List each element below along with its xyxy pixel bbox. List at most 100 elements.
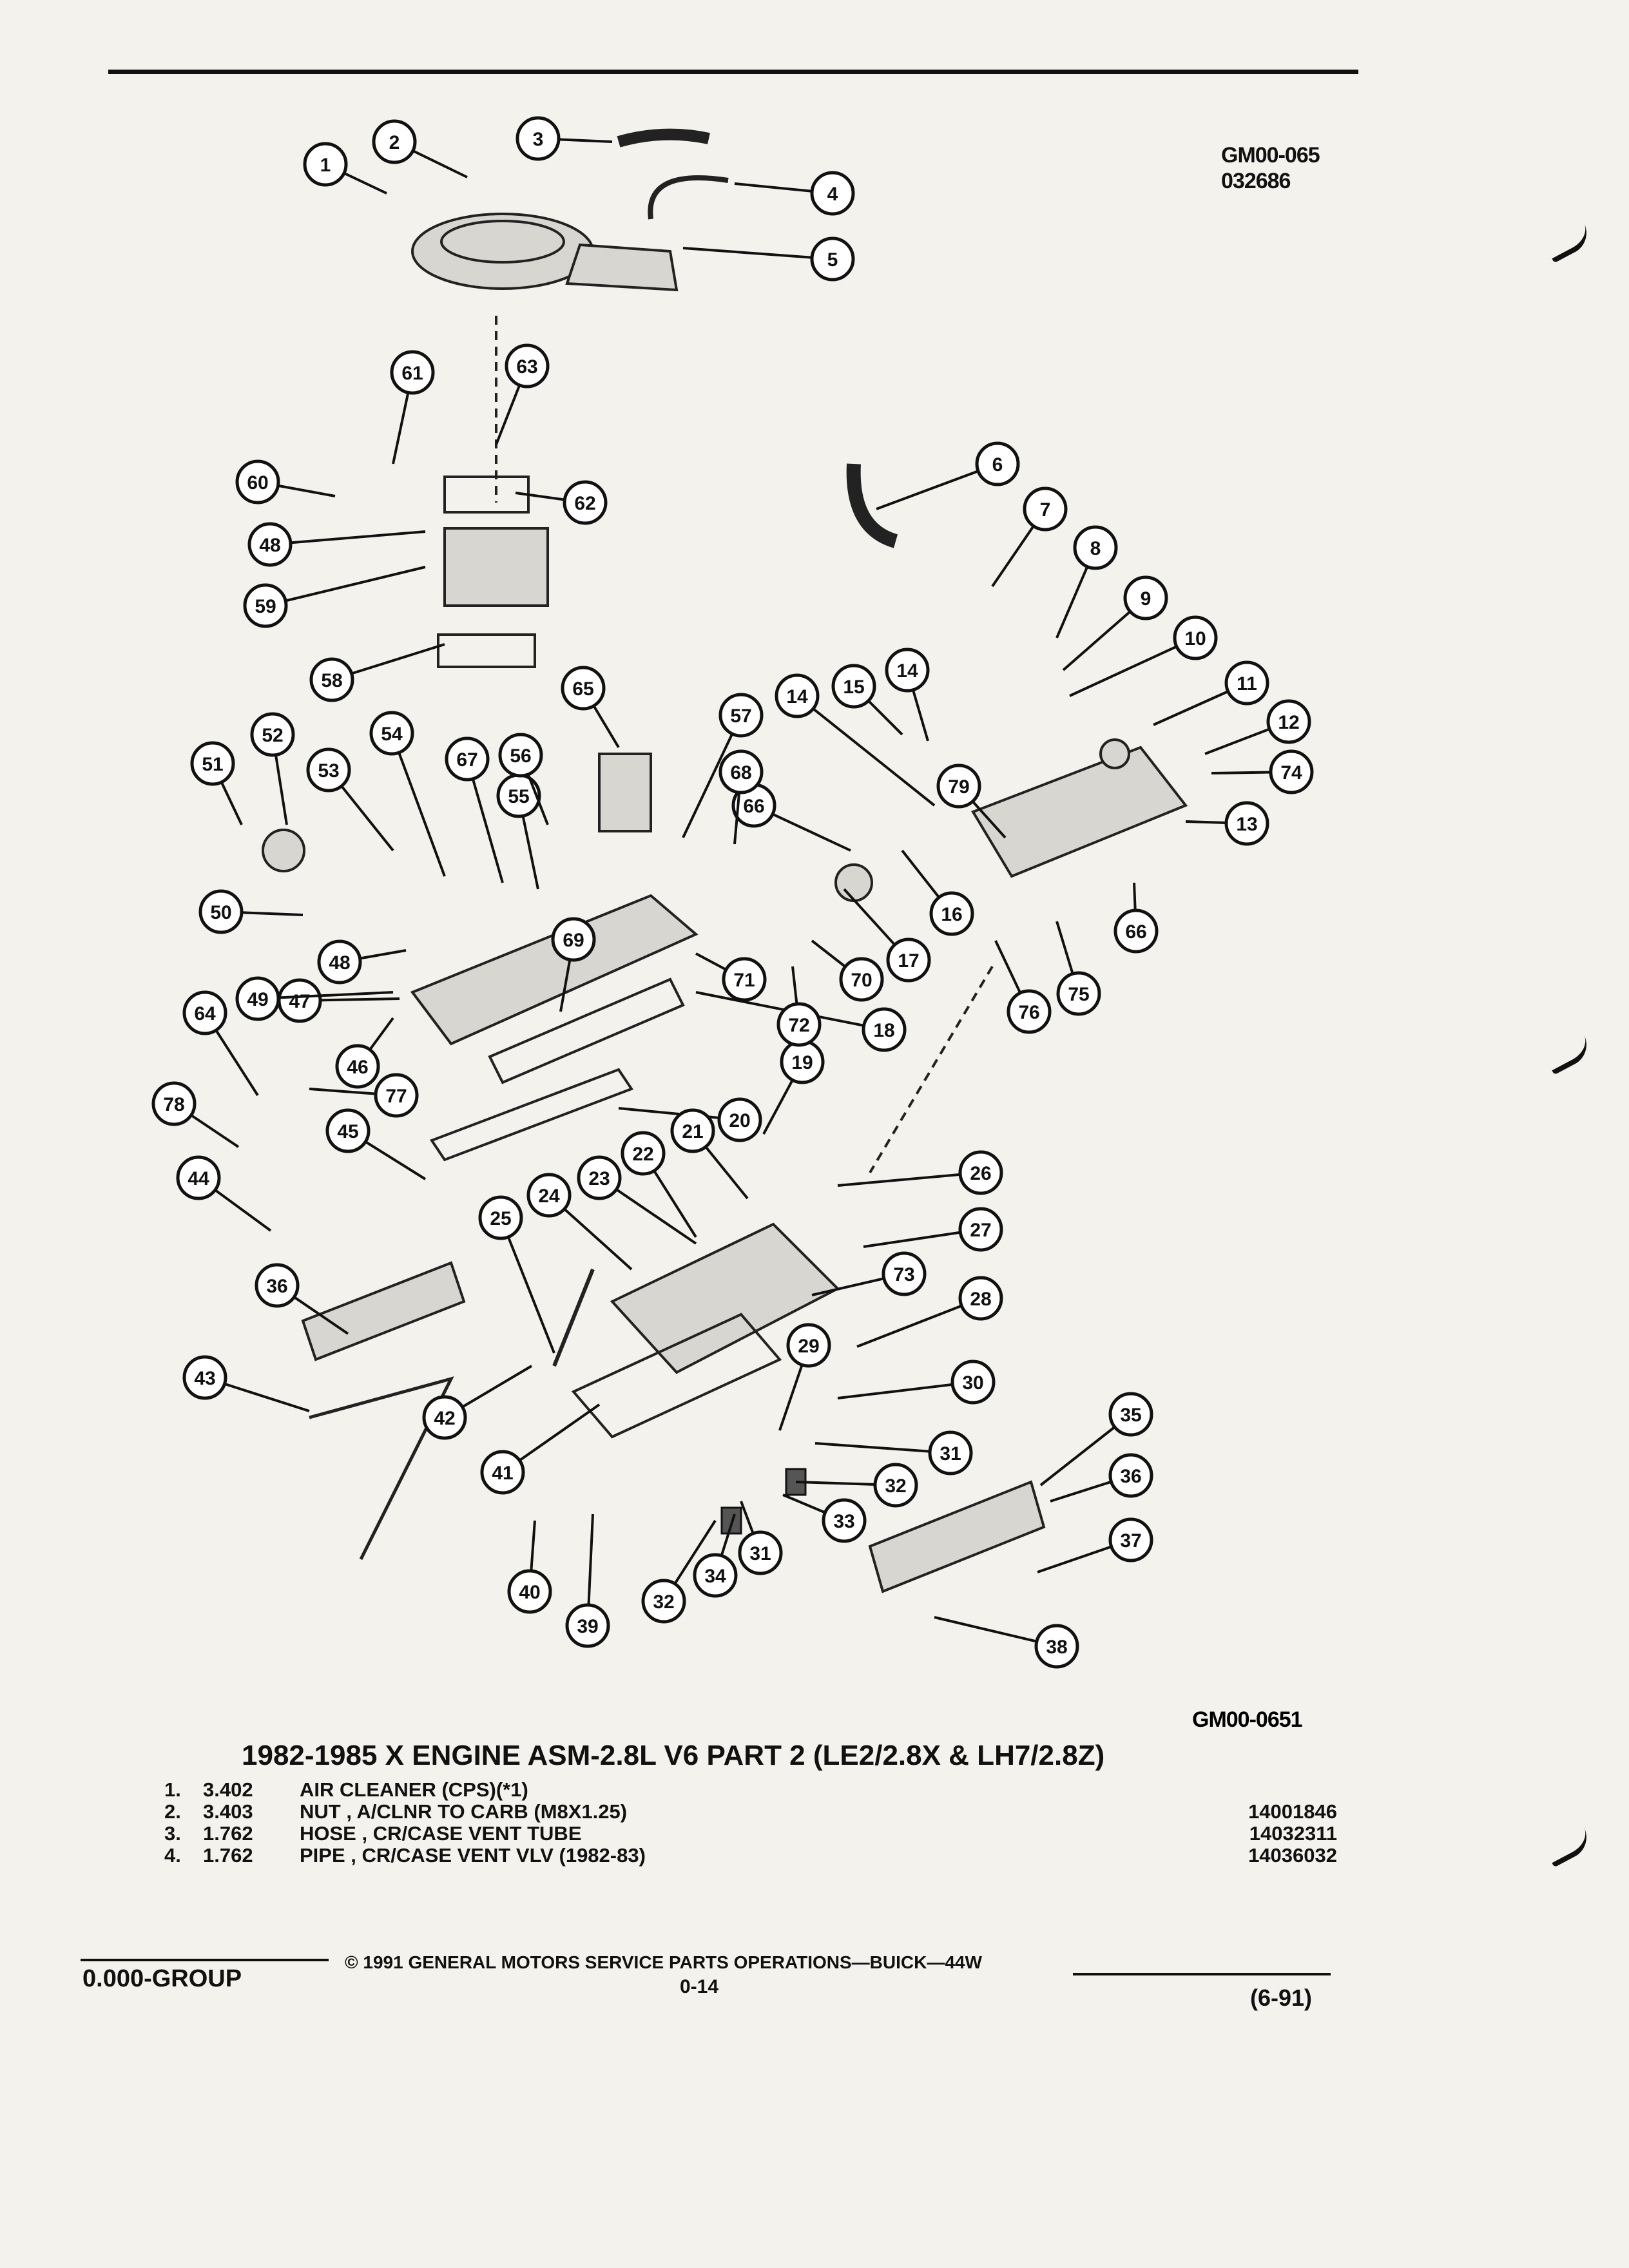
callout-1: 1 xyxy=(303,142,387,195)
callout-34: 34 xyxy=(693,1514,738,1598)
callout-20: 20 xyxy=(618,1097,762,1142)
callout-circle xyxy=(247,522,293,567)
callout-number: 63 xyxy=(516,356,537,378)
callout-circle xyxy=(235,459,280,505)
callout-circle xyxy=(478,1195,523,1240)
callout-number: 72 xyxy=(788,1015,809,1036)
callout-circle xyxy=(786,1323,831,1368)
diagram-title: 1982-1985 X ENGINE ASM-2.8L V6 PART 2 (L… xyxy=(242,1740,1105,1771)
callout-number: 3 xyxy=(533,129,544,150)
callout-circle xyxy=(335,1044,380,1089)
footer-rule-right xyxy=(1073,1973,1331,1975)
leader-line xyxy=(1069,637,1196,697)
callout-circle xyxy=(255,1263,300,1308)
callout-circle xyxy=(810,236,855,282)
callout-circle xyxy=(317,939,362,985)
callout-circle xyxy=(235,976,280,1021)
callout-number: 22 xyxy=(632,1144,653,1165)
callout-36: 36 xyxy=(255,1263,349,1335)
callout-73: 73 xyxy=(811,1251,927,1296)
callout-circle xyxy=(936,764,981,809)
callout-circle xyxy=(693,1553,738,1598)
callout-circle xyxy=(885,648,930,693)
callout-number: 54 xyxy=(381,724,403,745)
callout-number: 17 xyxy=(898,950,919,972)
callout-59: 59 xyxy=(243,566,426,628)
callout-circle xyxy=(480,1450,525,1495)
callout-circle xyxy=(958,1276,1003,1321)
callout-7: 7 xyxy=(991,486,1068,588)
callout-75: 75 xyxy=(1055,921,1101,1016)
callout-48: 48 xyxy=(247,522,426,567)
item-description: HOSE , CR/CASE VENT TUBE xyxy=(300,1822,582,1845)
callout-number: 16 xyxy=(941,904,962,925)
callout-circle xyxy=(641,1579,686,1624)
callout-circle xyxy=(422,1395,467,1440)
parts-list: 1. 3.402 AIR CLEANER (CPS)(*1) 2. 3.403 … xyxy=(164,1778,1337,1867)
callout-number: 36 xyxy=(1120,1466,1141,1487)
callout-10: 10 xyxy=(1069,615,1218,697)
leader-line xyxy=(837,1381,974,1399)
callout-44: 44 xyxy=(176,1155,272,1232)
callout-47: 47 xyxy=(277,978,400,1023)
callout-30: 30 xyxy=(837,1360,996,1405)
callout-circle xyxy=(250,712,295,757)
callout-22: 22 xyxy=(621,1131,697,1238)
callout-number: 67 xyxy=(456,749,477,771)
callout-circle xyxy=(775,673,820,718)
item-description: NUT , A/CLNR TO CARB (M8X1.25) xyxy=(300,1800,628,1823)
callout-circle xyxy=(198,889,244,934)
callout-number: 2 xyxy=(389,132,400,153)
callout-circle xyxy=(1108,1453,1153,1498)
callout-48: 48 xyxy=(317,939,407,985)
callout-circle xyxy=(886,937,931,983)
callout-67: 67 xyxy=(445,736,504,883)
callout-number: 11 xyxy=(1237,673,1257,695)
callout-number: 10 xyxy=(1184,628,1206,649)
callout-37: 37 xyxy=(1037,1517,1153,1573)
callout-circle xyxy=(1023,486,1068,532)
callout-60: 60 xyxy=(235,459,336,505)
callout-circle xyxy=(1113,908,1159,954)
callout-number: 61 xyxy=(401,363,423,384)
callout-circle xyxy=(372,119,417,164)
callout-number: 38 xyxy=(1046,1637,1067,1658)
callout-46: 46 xyxy=(335,1017,394,1089)
callout-circle xyxy=(1108,1517,1153,1562)
callout-circle xyxy=(374,1073,419,1118)
callout-number: 53 xyxy=(318,760,339,782)
callout-circle xyxy=(776,1002,822,1047)
callout-4: 4 xyxy=(734,171,855,216)
callout-number: 59 xyxy=(255,596,276,617)
pushrod-shape xyxy=(552,1268,595,1367)
callout-number: 26 xyxy=(970,1163,991,1184)
callout-circle xyxy=(1007,989,1052,1034)
callout-25: 25 xyxy=(478,1195,555,1354)
top-rule xyxy=(108,70,1358,74)
callout-56: 56 xyxy=(498,733,549,825)
callout-number: 64 xyxy=(194,1003,216,1024)
leader-line xyxy=(390,733,446,877)
callout-14: 14 xyxy=(885,648,930,742)
callout-76: 76 xyxy=(994,940,1052,1034)
callout-number: 40 xyxy=(519,1582,540,1603)
callout-number: 14 xyxy=(896,660,918,682)
leader-line xyxy=(815,1442,951,1454)
callout-53: 53 xyxy=(306,747,394,852)
callout-61: 61 xyxy=(390,350,435,465)
leader-line xyxy=(682,247,833,260)
leader-line xyxy=(265,566,426,607)
callout-circle xyxy=(929,891,974,936)
callout-number: 57 xyxy=(730,706,751,727)
callout-number: 13 xyxy=(1236,814,1257,835)
callout-number: 56 xyxy=(510,745,531,767)
head-gasket-shape xyxy=(571,1312,782,1439)
callout-16: 16 xyxy=(901,849,974,936)
callout-number: 23 xyxy=(588,1168,610,1189)
callout-number: 9 xyxy=(1141,588,1152,610)
callout-64: 64 xyxy=(182,990,259,1097)
callout-39: 39 xyxy=(565,1514,610,1648)
callout-circle xyxy=(516,116,561,161)
